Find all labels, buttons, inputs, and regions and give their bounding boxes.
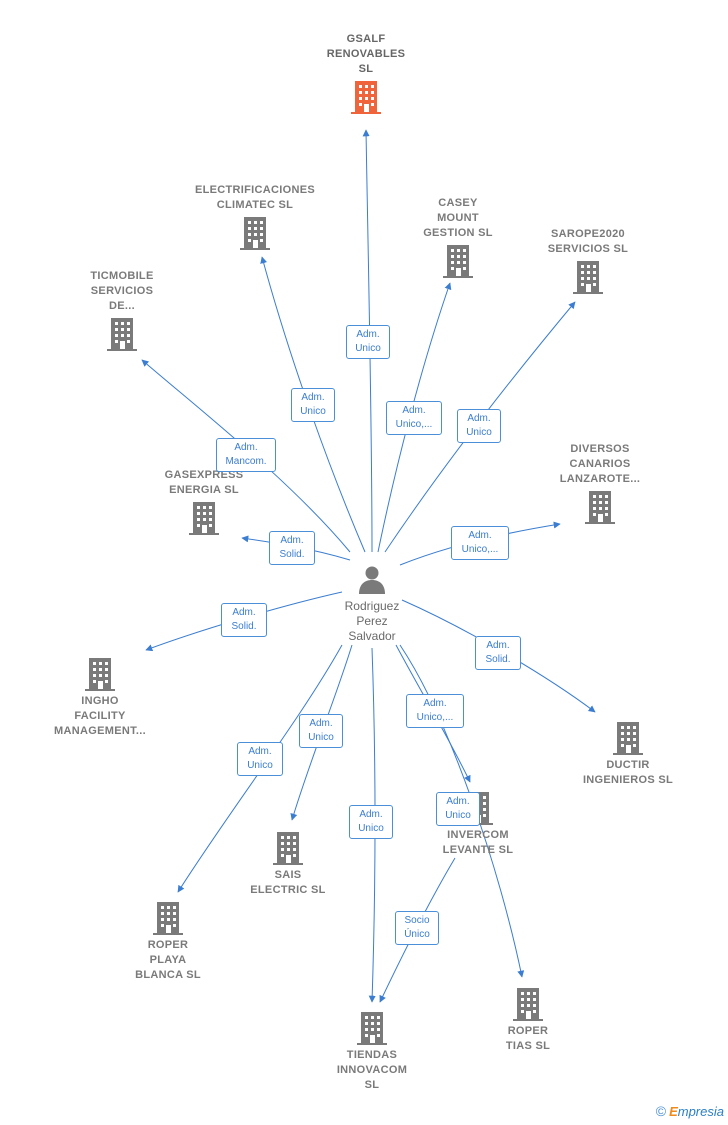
building-icon: [107, 318, 137, 351]
role-badge-electrificaciones[interactable]: Adm. Unico: [291, 388, 335, 422]
role-badge-diversos[interactable]: Adm. Unico,...: [451, 526, 509, 560]
building-icon: [613, 722, 643, 755]
building-icon: [153, 902, 183, 935]
company-name: TIENDAS INNOVACOM SL: [336, 1049, 408, 1091]
company-node-electrificaciones[interactable]: ELECTRIFICACIONES CLIMATEC SL: [180, 183, 330, 253]
company-node-tiendas[interactable]: TIENDAS INNOVACOM SL: [324, 1008, 420, 1093]
company-node-diversos[interactable]: DIVERSOS CANARIOS LANZAROTE...: [548, 442, 652, 527]
role-badge-sais[interactable]: Adm. Unico: [299, 714, 343, 748]
company-node-gasexpress[interactable]: GASEXPRESS ENERGIA SL: [154, 468, 254, 538]
role-badge-roper-playa[interactable]: Adm. Unico: [237, 742, 283, 776]
role-badge-gsalf[interactable]: Adm. Unico: [346, 325, 390, 359]
building-icon: [273, 832, 303, 865]
company-name: SAROPE2020 SERVICIOS SL: [547, 228, 629, 255]
role-badge-tiendas[interactable]: Adm. Unico: [349, 805, 393, 839]
building-icon: [585, 491, 615, 524]
role-badge-ductir[interactable]: Adm. Solid.: [475, 636, 521, 670]
building-icon: [351, 81, 381, 114]
person-node-center[interactable]: Rodriguez Perez Salvador: [324, 564, 420, 644]
company-node-gsalf[interactable]: GSALF RENOVABLES SL: [300, 32, 432, 117]
role-badge-socio[interactable]: Socio Único: [395, 911, 439, 945]
company-node-casey[interactable]: CASEY MOUNT GESTION SL: [410, 196, 506, 281]
company-name: TICMOBILE SERVICIOS DE...: [90, 270, 154, 312]
brand-logo-initial: E: [669, 1104, 678, 1119]
role-badge-ticmobile[interactable]: Adm. Mancom.: [216, 438, 276, 472]
role-badge-ingho[interactable]: Adm. Solid.: [221, 603, 267, 637]
building-icon: [443, 245, 473, 278]
company-name: ELECTRIFICACIONES CLIMATEC SL: [195, 184, 315, 211]
brand-footer[interactable]: ©Empresia: [656, 1103, 724, 1119]
role-badge-roper-tias[interactable]: Adm. Unico: [436, 792, 480, 826]
building-icon: [85, 658, 115, 691]
person-icon: [359, 566, 385, 594]
company-node-sais[interactable]: SAIS ELECTRIC SL: [238, 828, 338, 898]
company-node-ingho[interactable]: INGHO FACILITY MANAGEMENT...: [44, 654, 156, 739]
company-node-ticmobile[interactable]: TICMOBILE SERVICIOS DE...: [74, 269, 170, 354]
company-name: ROPER TIAS SL: [505, 1025, 551, 1052]
building-icon: [513, 988, 543, 1021]
copyright-icon: ©: [655, 1103, 667, 1119]
building-icon: [189, 502, 219, 535]
company-name: GSALF RENOVABLES SL: [326, 33, 406, 75]
company-name: INVERCOM LEVANTE SL: [442, 829, 514, 856]
role-badge-invercom[interactable]: Adm. Unico,...: [406, 694, 464, 728]
company-node-sarope[interactable]: SAROPE2020 SERVICIOS SL: [536, 227, 640, 297]
company-name: INGHO FACILITY MANAGEMENT...: [54, 695, 146, 737]
company-name: SAIS ELECTRIC SL: [250, 869, 326, 896]
company-name: DUCTIR INGENIEROS SL: [582, 759, 674, 786]
building-icon: [573, 261, 603, 294]
building-icon: [240, 217, 270, 250]
company-name: GASEXPRESS ENERGIA SL: [164, 469, 244, 496]
role-badge-gasexpress[interactable]: Adm. Solid.: [269, 531, 315, 565]
company-node-roper-playa[interactable]: ROPER PLAYA BLANCA SL: [120, 898, 216, 983]
company-name: CASEY MOUNT GESTION SL: [423, 197, 493, 239]
company-node-roper-tias[interactable]: ROPER TIAS SL: [480, 984, 576, 1054]
company-name: ROPER PLAYA BLANCA SL: [135, 939, 201, 981]
brand-logo-text: mpresia: [677, 1104, 724, 1119]
role-badge-sarope[interactable]: Adm. Unico: [457, 409, 501, 443]
building-icon: [357, 1012, 387, 1045]
role-badge-casey[interactable]: Adm. Unico,...: [386, 401, 442, 435]
person-name: Rodriguez Perez Salvador: [344, 599, 400, 643]
company-name: DIVERSOS CANARIOS LANZAROTE...: [559, 443, 641, 485]
company-node-ductir[interactable]: DUCTIR INGENIEROS SL: [572, 718, 684, 788]
